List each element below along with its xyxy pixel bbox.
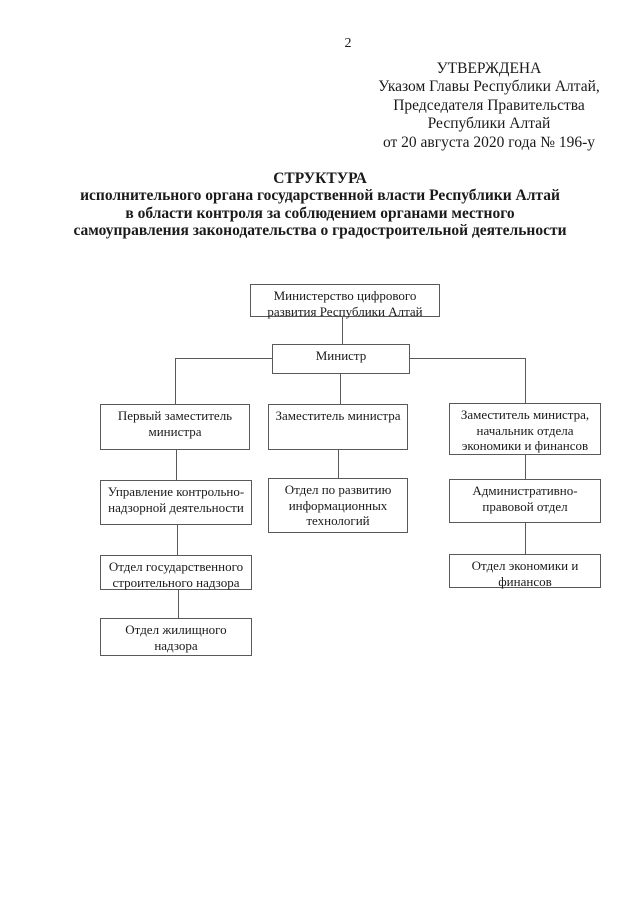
org-node-deputy-econ: Заместитель министра, начальник отдела э… xyxy=(449,403,601,455)
connector-minister-first-deputy-drop xyxy=(175,358,176,404)
approval-line: Председателя Правительства xyxy=(393,96,585,114)
connector-deputy-econ-admin-legal-dept xyxy=(525,455,526,479)
connector-first-deputy-control-dept xyxy=(176,450,177,480)
approval-block: УТВЕРЖДЕНА Указом Главы Республики Алтай… xyxy=(356,60,622,152)
org-node-economy-dept: Отдел экономики и финансов xyxy=(449,554,601,589)
org-node-construction-dept: Отдел государственного строительного над… xyxy=(100,555,252,590)
org-node-minister: Министр xyxy=(272,344,410,374)
approval-line: Республики Алтай xyxy=(427,115,551,133)
approval-line: от 20 августа 2020 года № 196-у xyxy=(382,133,596,151)
connector-minister-deputy xyxy=(340,374,341,404)
connector-ministry-minister xyxy=(342,317,343,344)
org-node-first-deputy: Первый заместитель министра xyxy=(100,404,250,450)
org-node-control-dept: Управление контрольно-надзорной деятельн… xyxy=(100,480,252,525)
connector-minister-deputy-econ-arm xyxy=(410,358,525,359)
connector-minister-first-deputy-arm xyxy=(175,358,272,359)
org-node-ministry: Министерство цифрового развития Республи… xyxy=(250,284,440,319)
connector-deputy-it-dept xyxy=(338,450,339,478)
approval-line: УТВЕРЖДЕНА xyxy=(436,60,542,77)
connector-control-dept-construction-dept xyxy=(177,525,178,555)
document-title: СТРУКТУРА исполнительного органа государ… xyxy=(40,170,600,239)
org-node-housing-dept: Отдел жилищного надзора xyxy=(100,618,252,656)
title-heading: СТРУКТУРА xyxy=(273,170,367,187)
org-node-admin-legal-dept: Административно-правовой отдел xyxy=(449,479,601,523)
approval-line: Указом Главы Республики Алтай, xyxy=(378,78,600,96)
org-node-it-dept: Отдел по развитию информационных техноло… xyxy=(268,478,408,533)
title-subtitle-line: самоуправления законодательства о градос… xyxy=(73,221,567,239)
connector-construction-dept-housing-dept xyxy=(178,590,179,618)
title-subtitle-line: исполнительного органа государственной в… xyxy=(80,187,560,205)
connector-minister-deputy-econ-drop xyxy=(525,358,526,403)
connector-admin-legal-dept-economy-dept xyxy=(525,523,526,554)
page-number: 2 xyxy=(344,36,352,51)
title-subtitle-line: в области контроля за соблюдением органа… xyxy=(125,204,515,222)
org-node-deputy: Заместитель министра xyxy=(268,404,408,450)
